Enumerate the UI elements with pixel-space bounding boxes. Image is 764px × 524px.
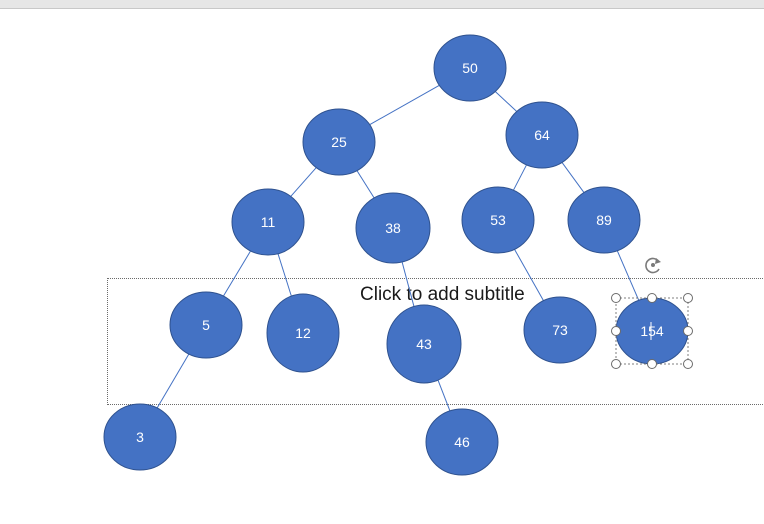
tree-node-label: 12 (295, 325, 311, 341)
resize-handle-top-right[interactable] (683, 293, 693, 303)
tree-node-label: 11 (261, 214, 276, 230)
tree-node-label: 154 (640, 323, 664, 339)
tree-node-circle[interactable] (567, 186, 641, 254)
tree-node-circle[interactable] (386, 304, 462, 384)
tree-node-circle[interactable] (266, 293, 340, 373)
tree-node-64[interactable]: 64 (505, 101, 579, 169)
tree-node-label: 64 (534, 127, 550, 143)
tree-node-50[interactable]: 50 (433, 34, 507, 102)
tree-node-154[interactable]: 154 (615, 297, 689, 365)
tree-edge-38-43[interactable] (401, 261, 415, 307)
tree-node-circle[interactable] (231, 188, 305, 256)
tree-node-label: 50 (462, 60, 478, 76)
resize-handle-bottom-left[interactable] (611, 359, 621, 369)
tree-node-circle[interactable] (103, 403, 177, 471)
subtitle-placeholder-text[interactable]: Click to add subtitle (360, 284, 525, 305)
tree-node-label: 46 (454, 434, 470, 450)
tree-edge-43-46[interactable] (437, 379, 451, 412)
tree-edge-53-73[interactable] (514, 249, 544, 301)
tree-node-label: 73 (552, 322, 568, 338)
resize-handle-bottom[interactable] (647, 359, 657, 369)
tree-edge-64-89[interactable] (561, 162, 585, 193)
resize-handle-top-left[interactable] (611, 293, 621, 303)
resize-handle-top[interactable] (647, 293, 657, 303)
tree-edge-25-11[interactable] (290, 167, 317, 197)
tree-node-circle[interactable] (523, 296, 597, 364)
selection-handles (611, 257, 693, 369)
tree-node-label: 25 (331, 134, 347, 150)
tree-node-label: 3 (136, 429, 144, 445)
tree-node-label: 43 (416, 336, 432, 352)
tree-node-53[interactable]: 53 (461, 186, 535, 254)
tree-node-circle[interactable] (461, 186, 535, 254)
tree-edge-5-3[interactable] (156, 353, 190, 409)
rotate-icon[interactable] (645, 257, 661, 274)
tree-node-circle[interactable] (425, 408, 499, 476)
tree-node-12[interactable]: 12 (266, 293, 340, 373)
resize-handle-right[interactable] (683, 326, 693, 336)
tree-node-circle[interactable] (433, 34, 507, 102)
tree-nodes: 50 25 64 11 38 53 89 5 12 43 73 154 3 46 (103, 34, 689, 476)
tree-node-circle[interactable] (302, 108, 376, 176)
tree-node-3[interactable]: 3 (103, 403, 177, 471)
tree-node-circle[interactable] (355, 192, 431, 264)
tree-edges (156, 84, 640, 412)
tree-node-46[interactable]: 46 (425, 408, 499, 476)
tree-edge-50-64[interactable] (494, 91, 518, 112)
tree-node-label: 53 (490, 212, 506, 228)
subtitle-placeholder[interactable] (107, 278, 764, 405)
tree-edge-11-5[interactable] (222, 250, 252, 297)
tree-node-label: 38 (385, 220, 401, 236)
tree-node-89[interactable]: 89 (567, 186, 641, 254)
tree-edge-11-12[interactable] (277, 253, 292, 297)
tree-node-25[interactable]: 25 (302, 108, 376, 176)
resize-handle-bottom-right[interactable] (683, 359, 693, 369)
tree-node-5[interactable]: 5 (169, 291, 243, 359)
tree-edge-25-38[interactable] (356, 170, 375, 199)
tree-node-38[interactable]: 38 (355, 192, 431, 264)
tree-edge-50-25[interactable] (369, 84, 440, 126)
tree-node-11[interactable]: 11 (231, 188, 305, 256)
tree-edge-64-53[interactable] (512, 164, 528, 191)
tree-node-label: 89 (596, 212, 612, 228)
tree-node-circle[interactable] (169, 291, 243, 359)
tree-node-circle[interactable] (505, 101, 579, 169)
resize-handle-left[interactable] (611, 326, 621, 336)
tree-node-label: 5 (202, 317, 210, 333)
tree-node-43[interactable]: 43 (386, 304, 462, 384)
ribbon-edge (0, 0, 764, 9)
tree-node-73[interactable]: 73 (523, 296, 597, 364)
tree-edge-89-154[interactable] (616, 250, 640, 301)
